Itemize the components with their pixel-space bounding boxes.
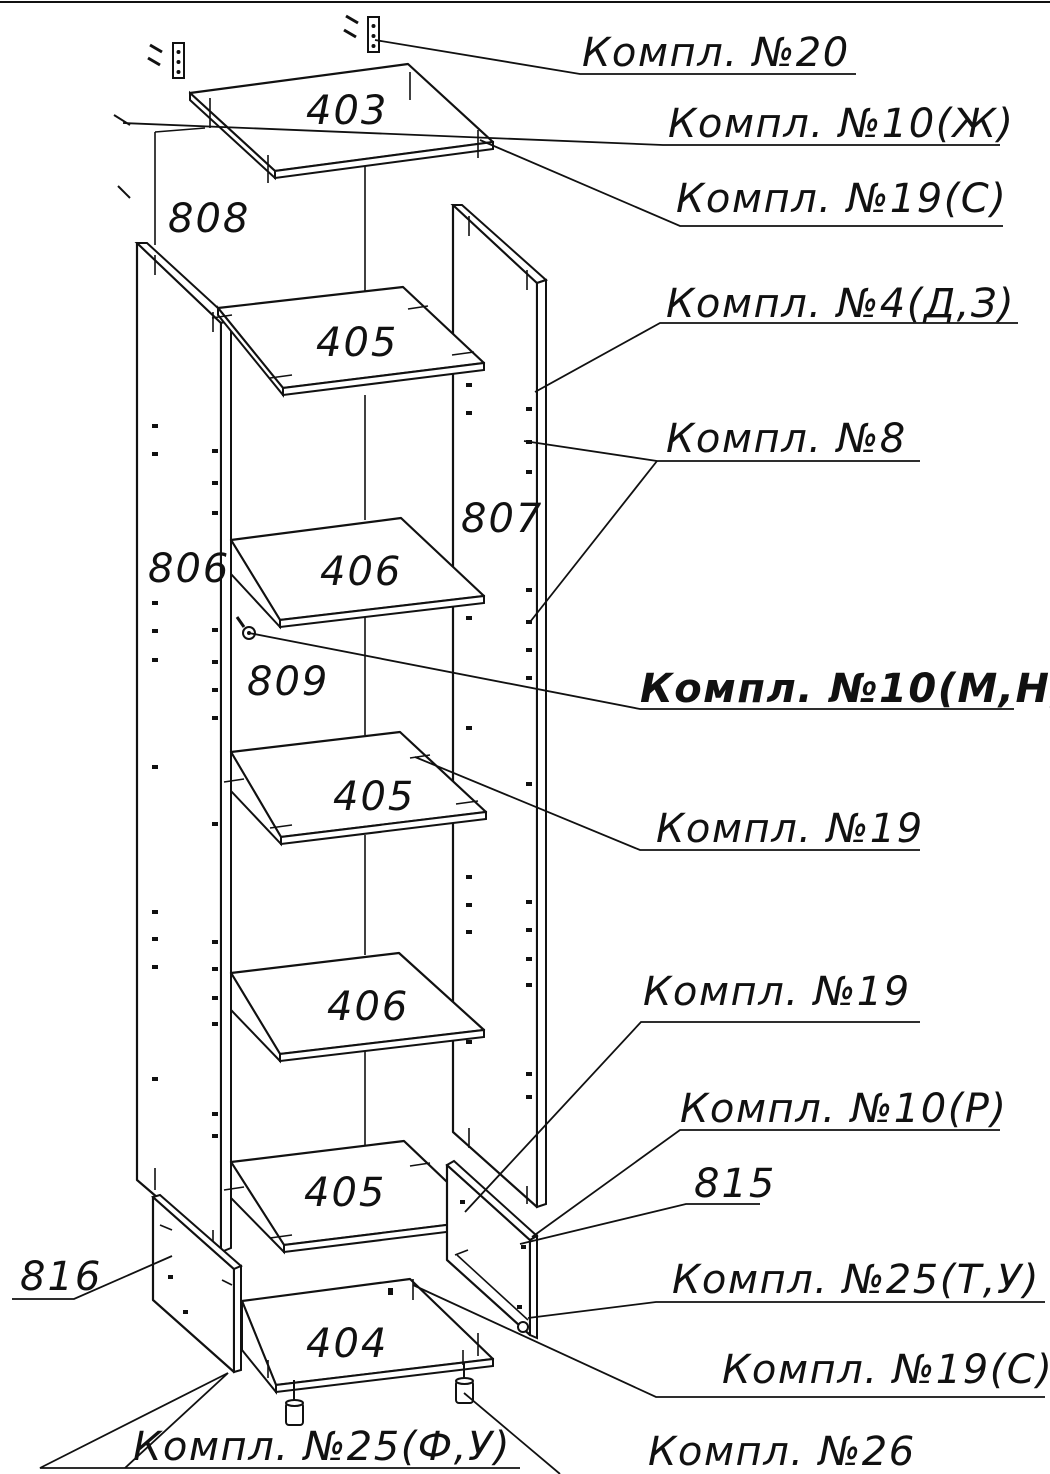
part-label-806: 806 <box>148 546 230 592</box>
kit-label-10-mn: Компл. №10(М,Н) <box>640 666 1050 712</box>
plinth-left-816 <box>150 1193 243 1374</box>
adjustable-foot-left-icon <box>285 1380 304 1426</box>
back-panel-808 <box>154 127 366 1160</box>
kit-label-25-fu: Компл. №25(Ф,У) <box>133 1424 511 1470</box>
kit-label-10-r: Компл. №10(Р) <box>680 1086 1008 1132</box>
part-label-809: 809 <box>247 659 329 705</box>
part-label-807: 807 <box>461 496 543 542</box>
part-label-406-second: 406 <box>320 549 402 595</box>
kit-label-19-s-top: Компл. №19(С) <box>676 176 1007 222</box>
corner-plate-left-icon <box>147 42 185 79</box>
nail-icons <box>113 114 131 199</box>
kit-label-19-mid: Компл. №19 <box>656 806 924 852</box>
kit-label-19-s-bottom: Компл. №19(С) <box>722 1347 1050 1393</box>
part-label-405-upper: 405 <box>316 320 398 366</box>
part-label-808: 808 <box>168 196 250 242</box>
kit-label-20: Компл. №20 <box>582 30 850 76</box>
adjustable-foot-right-icon <box>455 1362 474 1404</box>
kit-label-10-zh: Компл. №10(Ж) <box>668 101 1015 147</box>
corner-plate-right-icon <box>343 14 380 53</box>
plinth-right-815 <box>445 1159 539 1340</box>
part-label-815: 815 <box>694 1161 776 1207</box>
left-side-panel-806 <box>134 241 233 1254</box>
kit-label-8: Компл. №8 <box>666 416 907 462</box>
right-side-panel-807 <box>450 203 548 1209</box>
part-label-404: 404 <box>306 1321 388 1367</box>
part-label-405-middle: 405 <box>333 774 415 820</box>
part-label-405-lower: 405 <box>304 1170 386 1216</box>
cam-fitting-icon <box>235 616 256 640</box>
shelf-406-second <box>229 516 486 630</box>
kit-label-4-dz: Компл. №4(Д,З) <box>666 281 1015 327</box>
part-label-403: 403 <box>306 88 388 134</box>
shelf-405-upper <box>211 285 486 398</box>
shelf-406-fourth <box>229 951 486 1064</box>
shelf-405-lower <box>223 1139 489 1255</box>
bottom-panel-404 <box>240 1277 495 1395</box>
part-label-406-fourth: 406 <box>327 984 409 1030</box>
leader-lines <box>12 39 1045 1474</box>
part-label-816: 816 <box>20 1254 102 1300</box>
kit-label-25-tu: Компл. №25(Т,У) <box>672 1257 1040 1303</box>
kit-label-26: Компл. №26 <box>648 1429 916 1474</box>
shelf-405-middle <box>223 730 488 847</box>
kit-label-19-low: Компл. №19 <box>643 969 911 1015</box>
top-panel-403 <box>188 62 495 183</box>
